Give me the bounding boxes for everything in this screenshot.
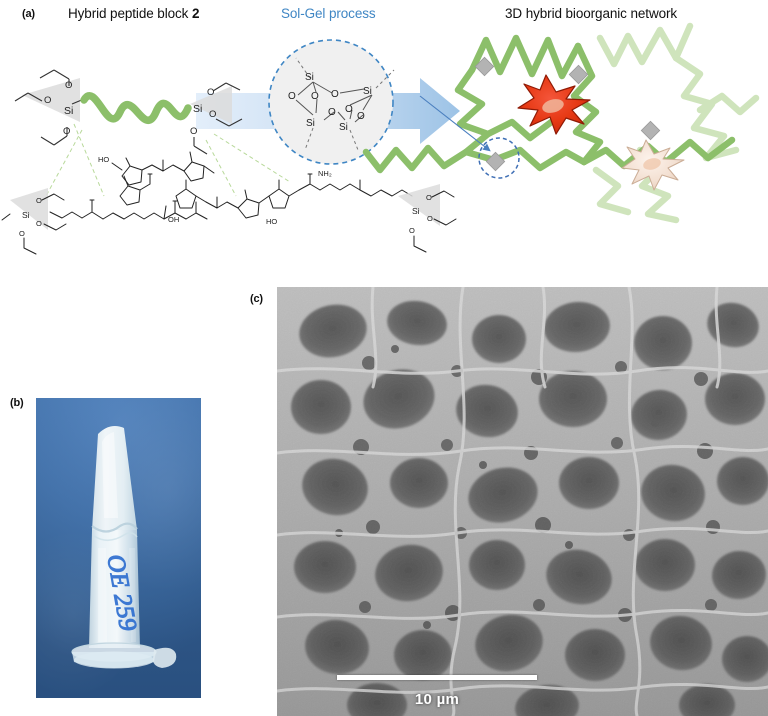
silyl-right-o-label-1: O — [207, 87, 214, 98]
cell-red — [517, 74, 591, 135]
silica-atom-o-1: O — [288, 91, 296, 102]
panel-c-sem-micrograph: 10 µm — [277, 287, 768, 716]
structure-silyl-right-o2: O — [427, 214, 433, 223]
silica-network-inset: Si Si Si Si O O O O O O — [268, 39, 395, 165]
tube-hinge-tab — [152, 647, 177, 668]
silica-atom-si-4: Si — [339, 122, 348, 133]
structure-ho-label-1: HO — [98, 155, 109, 164]
silyl-group-right: Si O O O — [190, 82, 243, 155]
structure-silyl-left-o3: O — [19, 229, 25, 238]
sem-image — [277, 287, 768, 716]
scale-bar-label: 10 µm — [414, 691, 460, 708]
silica-atom-si-3: Si — [306, 118, 315, 129]
structure-nh2-label: NH₂ — [318, 169, 332, 178]
silyl-left-si-label: Si — [64, 105, 73, 117]
silyl-right-o-label-2: O — [209, 109, 216, 120]
panel-a-title-left-text: Hybrid peptide block — [68, 6, 189, 21]
eppendorf-tube — [71, 426, 177, 669]
crosslink-node — [640, 120, 661, 141]
silica-atom-si-2: Si — [363, 86, 372, 97]
panel-a-title-left-number: 2 — [191, 6, 200, 21]
silyl-right-si-label: Si — [193, 103, 202, 115]
structure-silyl-right-o1: O — [426, 193, 432, 202]
peptide-chemical-structure: Si O O O — [1, 151, 457, 255]
panel-a-title-center: Sol-Gel process — [281, 6, 376, 21]
panel-b-label: (b) — [10, 397, 24, 409]
silica-atom-o-5: O — [345, 104, 353, 115]
silica-atom-si-1: Si — [305, 72, 314, 83]
panel-a-label: (a) — [22, 8, 35, 20]
silyl-right-o-label-3: O — [190, 126, 197, 137]
panel-a-title-left: Hybrid peptide block 2 — [68, 6, 200, 21]
silica-atom-o-3: O — [331, 89, 339, 100]
structure-oh-label-3: HO — [266, 217, 277, 226]
gel-tube-graphic: OE 259 — [71, 426, 177, 669]
peptide-chain-block — [80, 92, 192, 124]
crosslink-node — [485, 151, 506, 172]
panel-a-graphics: Si O O O Si O O O — [1, 22, 760, 255]
crosslink-node — [474, 56, 495, 77]
structure-oh-label-2: OH — [168, 215, 179, 224]
crosslink-node — [568, 64, 589, 85]
structure-silyl-left-o2: O — [36, 219, 42, 228]
panel-b-gel-photo: OE 259 — [36, 398, 201, 698]
silyl-group-left: Si O O O — [14, 69, 85, 146]
panel-c-label: (c) — [250, 293, 263, 305]
crosslink-highlight — [419, 95, 520, 179]
silica-atom-o-4: O — [328, 107, 336, 118]
silyl-left-o-label-2: O — [44, 95, 51, 106]
network-chains-faded — [592, 22, 760, 224]
cell-red-nucleus — [542, 99, 564, 113]
cell-pale — [621, 139, 685, 191]
crosslink-nodes — [474, 56, 661, 172]
silica-atom-o-6: O — [357, 111, 365, 122]
cell-pale-nucleus — [643, 158, 661, 170]
structure-silyl-left-si: Si — [22, 210, 30, 220]
panel-a-schematic: (a) Hybrid peptide block 2 Sol-Gel proce… — [0, 0, 768, 275]
scale-bar — [337, 675, 537, 680]
structure-silyl-right-o3: O — [409, 226, 415, 235]
silica-atom-o-2: O — [311, 91, 319, 102]
structure-silyl-right-si: Si — [412, 206, 420, 216]
panel-a-title-right: 3D hybrid bioorganic network — [505, 6, 678, 21]
structure-silyl-left-o1: O — [36, 196, 42, 205]
structure-leader-lines — [45, 123, 291, 197]
